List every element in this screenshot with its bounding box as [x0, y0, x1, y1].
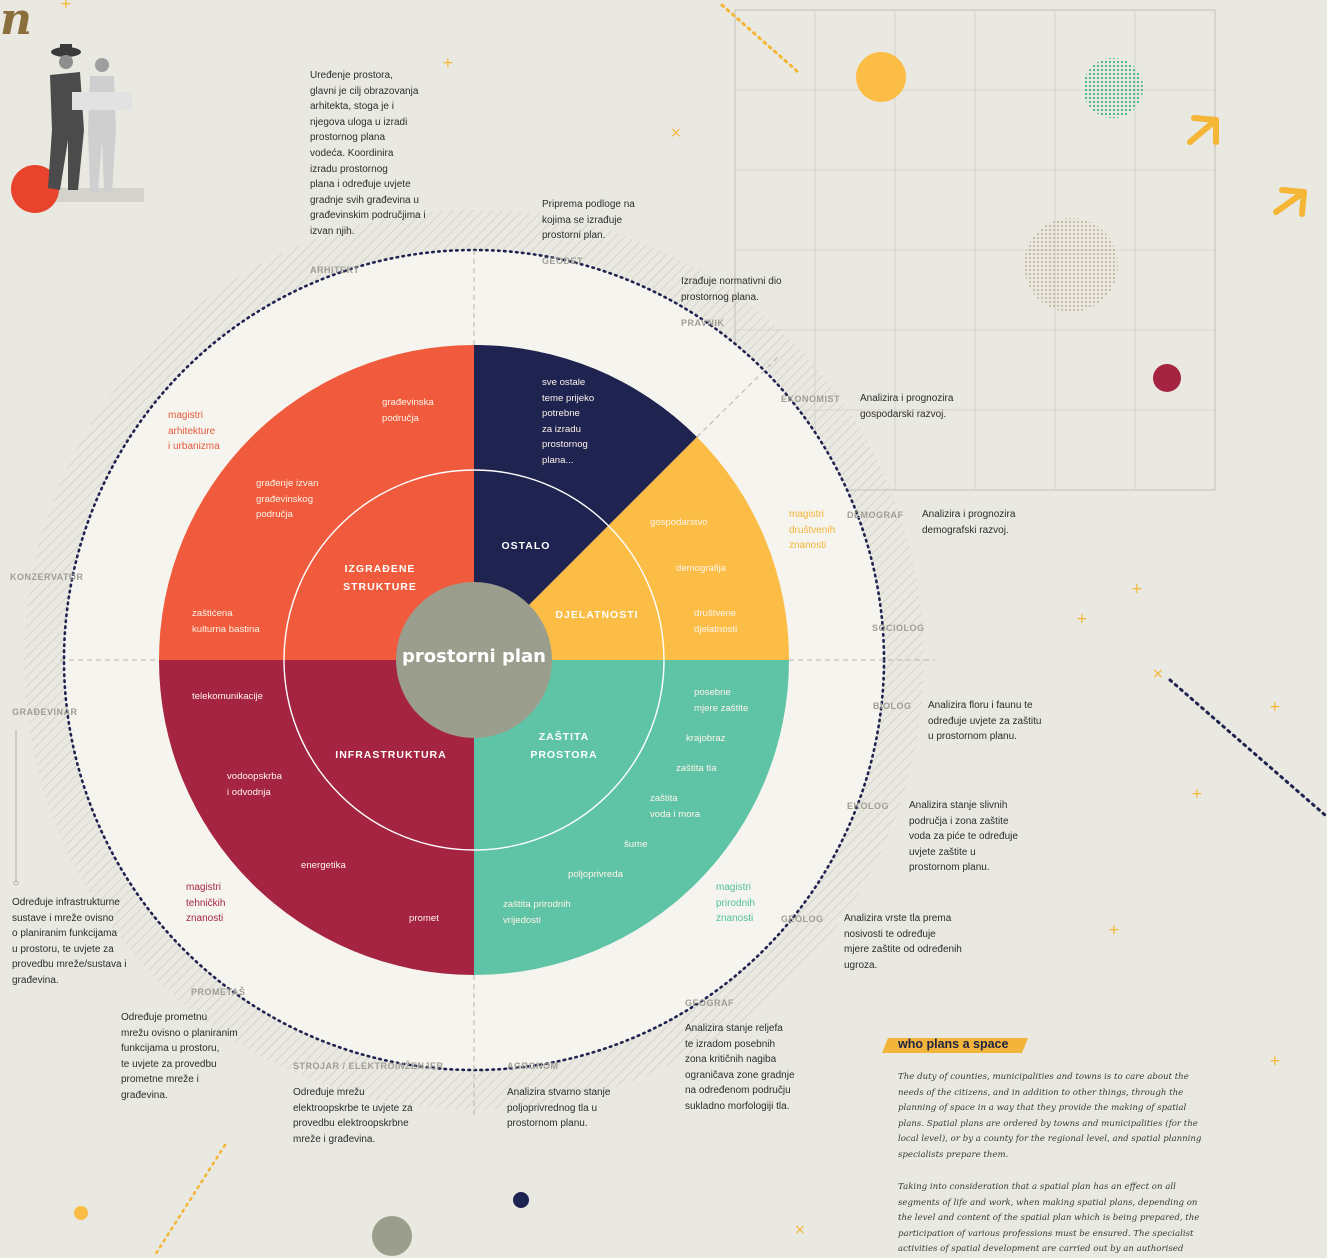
item-zastita-prirodnih: zaštita prirodnih vrijedosti	[503, 899, 571, 926]
role-geolog: GEOLOG	[781, 914, 824, 924]
qualification-drustvene: magistri društvenih znanosti	[789, 509, 836, 552]
svg-text:+: +	[1131, 581, 1143, 597]
item-posebne-mjere: posebne mjere zaštite	[694, 687, 749, 714]
item-zastita-voda: zaštita voda i mora	[650, 793, 701, 820]
role-strojar: STROJAR / ELEKTROINŽENJER	[293, 1061, 444, 1071]
item-poljoprivreda: poljoprivreda	[568, 869, 623, 880]
svg-text:×: ×	[670, 125, 682, 141]
english-paragraph-2: Taking into consideration that a spatial…	[898, 1182, 1200, 1255]
item-gradenje-izvan: građenje izvan građevinskog područja	[256, 478, 319, 521]
logo-letter: n	[0, 0, 32, 45]
green-dotted-circle	[1083, 58, 1143, 118]
item-telekomunikacije: telekomunikacije	[192, 691, 263, 702]
category-djelatnosti: DJELATNOSTI	[555, 609, 639, 621]
yellow-arrow-icon	[1273, 187, 1307, 217]
role-prometas: PROMETAŠ	[191, 987, 246, 997]
item-krajobraz: krajobraz	[686, 733, 726, 744]
sparkle-icon: + × + + × + + + + × +	[60, 0, 1281, 1238]
item-gradevinska-podrucja: građevinska područja	[382, 397, 434, 424]
svg-text:+: +	[1108, 922, 1120, 938]
svg-text:×: ×	[1152, 666, 1164, 682]
segment-djelatnosti[interactable]	[474, 437, 790, 660]
svg-text:+: +	[60, 0, 72, 12]
item-zastita-tla: zaštita tla	[676, 763, 717, 774]
svg-text:+: +	[1076, 611, 1088, 627]
axis-lines	[60, 250, 935, 1118]
svg-text:×: ×	[794, 1222, 806, 1238]
svg-text:+: +	[1191, 786, 1203, 802]
inner-ring-line	[283, 469, 665, 851]
center-circle	[396, 582, 552, 738]
description-ekolog: Analizira stanje slivnih područja i zona…	[909, 800, 1018, 874]
segment-zastita[interactable]	[474, 660, 789, 975]
navy-dot	[513, 1192, 529, 1208]
role-gradevinar: GRAĐEVINAR	[12, 707, 78, 717]
heading-banner	[882, 1038, 1028, 1053]
heading-who-plans: who plans a space	[898, 1037, 1009, 1051]
dotted-line	[153, 1143, 227, 1257]
segment-ostalo[interactable]	[474, 344, 697, 660]
role-konzervator: KONZERVATOR	[10, 572, 84, 582]
item-drustvene-djelatnosti: društvene djelatnosti	[694, 608, 738, 635]
svg-text:+: +	[442, 55, 454, 71]
role-geograf: GEOGRAF	[685, 998, 735, 1008]
role-arhitekt: ARHITEKT	[310, 265, 360, 275]
role-ekonomist: EKONOMIST	[781, 394, 841, 404]
yellow-dot	[856, 52, 906, 102]
qualification-prirodne: magistri prirodnih znanosti	[716, 882, 755, 925]
leader-dot	[13, 880, 19, 886]
category-zastita-prostora: ZAŠTITA PROSTORA	[530, 731, 598, 761]
gray-dot	[372, 1216, 412, 1256]
item-vodoopskrba: vodoopskrba i odvodnja	[227, 771, 282, 798]
svg-text:+: +	[1269, 1053, 1281, 1069]
item-sve-ostale: sve ostale teme prijeko potrebne za izra…	[542, 377, 595, 466]
description-strojar: Određuje mrežu elektroopskrbe te uvjete …	[293, 1087, 413, 1145]
qualification-arhitektura: magistri arhitekture i urbanizma	[168, 410, 220, 453]
item-zasticena-bastina: zaštićena kulturna bastina	[192, 608, 260, 635]
svg-text:+: +	[1269, 699, 1281, 715]
category-infrastruktura: INFRASTRUKTURA	[335, 749, 447, 761]
segment-infrastruktura[interactable]	[159, 660, 474, 975]
category-ostalo: OSTALO	[501, 540, 551, 552]
description-prometas: Određuje prometnu mrežu ovisno o planira…	[121, 1012, 238, 1101]
yellow-dot	[74, 1206, 88, 1220]
yellow-arrow-icon	[1187, 115, 1219, 145]
description-gradevinar: Određuje infrastrukturne sustave i mreže…	[12, 897, 127, 986]
role-geodet: GEODET	[542, 256, 584, 266]
dotted-line	[720, 3, 800, 74]
description-demograf: Analizira i prognozira demografski razvo…	[922, 509, 1016, 536]
qualification-tehnicke: magistri tehničkih znanosti	[186, 882, 226, 925]
item-promet: promet	[409, 913, 439, 924]
role-ekolog: EKOLOG	[847, 801, 890, 811]
description-arhitekt: Uređenje prostora, glavni je cilj obrazo…	[310, 70, 426, 237]
category-izgradene-strukture: IZGRAĐENE STRUKTURE	[343, 563, 417, 593]
segment-izgradene[interactable]	[159, 345, 474, 660]
english-paragraph-1: The duty of counties, municipalities and…	[898, 1072, 1202, 1160]
dotted-line	[1168, 678, 1327, 817]
description-geolog: Analizira vrste tla prema nosivosti te o…	[844, 913, 962, 971]
description-geograf: Analizira stanje reljefa te izradom pose…	[685, 1023, 795, 1112]
crimson-dot	[1153, 364, 1181, 392]
role-agronom: AGRONOM	[507, 1061, 559, 1071]
description-agronom: Analizira stvarno stanje poljoprivrednog…	[507, 1087, 611, 1130]
description-ekonomist: Analizira i prognozira gospodarski razvo…	[860, 393, 954, 420]
item-energetika: energetika	[301, 860, 346, 871]
role-pravnik: PRAVNIK	[681, 318, 725, 328]
item-sume: šume	[624, 839, 648, 850]
item-demografija: demografija	[676, 563, 727, 574]
architects-photo-icon	[11, 44, 144, 213]
description-geodet: Priprema podloge na kojima se izrađuje p…	[542, 199, 635, 242]
beige-dotted-circle	[1024, 218, 1118, 312]
item-gospodarstvo: gospodarstvo	[650, 517, 708, 528]
role-biolog: BIOLOG	[873, 701, 912, 711]
description-pravnik: Izrađuje normativni dio prostornog plana…	[681, 276, 782, 303]
role-demograf: DEMOGRAF	[847, 510, 904, 520]
description-biolog: Analizira floru i faunu te određuje uvje…	[928, 700, 1042, 743]
role-sociolog: SOCIOLOG	[872, 623, 925, 633]
center-label: prostorni plan	[402, 646, 546, 667]
